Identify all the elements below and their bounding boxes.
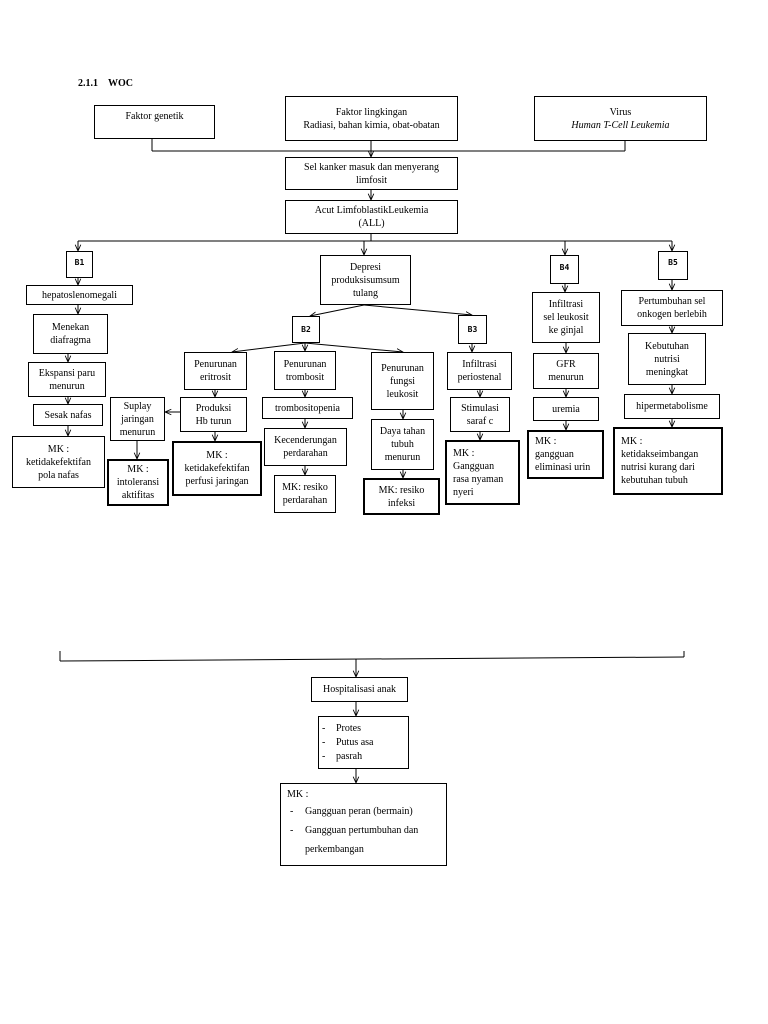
node-menekan-diafragma: Menekan diafragma <box>33 314 108 354</box>
node-penurunan-leukosit: Penurunan fungsi leukosit <box>371 352 434 410</box>
node-label: Faktor genetik <box>125 111 184 122</box>
node-label: Penurunan trombosit <box>283 358 327 383</box>
node-uremia: uremia <box>533 397 599 421</box>
mk-final-item: Gangguan peran (bermain) <box>287 802 418 821</box>
node-label: Stimulasi saraf c <box>461 402 499 427</box>
node-emotions: Protes Putus asa pasrah <box>318 716 409 769</box>
code-b3: B3 <box>458 315 487 344</box>
node-infiltrasi-ginjal: Infiltrasi sel leukosit ke ginjal <box>532 292 600 343</box>
node-mk-nutrisi: MK : ketidakseimbangan nutrisi kurang da… <box>613 427 723 495</box>
emotion-list: Protes Putus asa pasrah <box>322 722 374 764</box>
virus-name: Human T-Cell Leukemia <box>571 119 670 131</box>
node-label: MK: resiko infeksi <box>378 484 425 509</box>
node-depresi: Depresi produksisumsum tulang <box>320 255 411 305</box>
node-label: Penurunan eritrosit <box>194 359 237 383</box>
node-label: Ekspansi paru menurun <box>38 367 96 392</box>
node-hospitalisasi: Hospitalisasi anak <box>311 677 408 702</box>
virus-title: Virus <box>609 106 632 118</box>
node-label: Kecenderungan perdarahan <box>274 435 337 459</box>
node-penurunan-trombosit: Penurunan trombosit <box>274 351 336 390</box>
node-suplay-jaringan: Suplay jaringan menurun <box>110 397 165 441</box>
code-b5: B5 <box>658 251 688 280</box>
node-label: MK : ketidakefektifan pola nafas <box>26 443 91 481</box>
node-label: MK : ketidakseimbangan nutrisi kurang da… <box>621 436 699 486</box>
node-label: B3 <box>467 325 478 334</box>
emotion-item: Putus asa <box>322 736 374 750</box>
node-stimulasi-saraf: Stimulasi saraf c <box>450 397 510 432</box>
node-mk-nyeri: MK : Gangguan rasa nyaman nyeri <box>445 440 520 505</box>
node-kebutuhan-nutrisi: Kebutuhan nutrisi meningkat <box>628 333 706 385</box>
node-mk-pola-nafas: MK : ketidakefektifan pola nafas <box>12 436 105 488</box>
node-label: hepatoslenomegali <box>42 289 117 301</box>
node-label: Menekan diafragma <box>50 322 91 346</box>
node-sesak-nafas: Sesak nafas <box>33 404 103 426</box>
node-label: Sel kanker masuk dan menyerang limfosit <box>304 161 439 186</box>
mk-final-item: Gangguan pertumbuhan dan <box>287 821 418 840</box>
emotion-item: Protes <box>322 722 374 736</box>
node-label: MK : gangguan eliminasi urin <box>535 436 591 473</box>
node-label: B5 <box>668 258 678 267</box>
node-trombositopenia: trombositopenia <box>262 397 353 419</box>
emotion-item: pasrah <box>322 750 374 764</box>
node-label: Suplay jaringan menurun <box>119 400 156 438</box>
node-ekspansi-paru: Ekspansi paru menurun <box>28 362 106 397</box>
node-infiltrasi-periostenal: Infiltrasi periostenal <box>447 352 512 390</box>
mk-final-list: MK : Gangguan peran (bermain) Gangguan p… <box>287 788 418 859</box>
node-mk-eliminasi: MK : gangguan eliminasi urin <box>527 430 604 479</box>
section-title: WOC <box>108 78 133 89</box>
node-label: Infiltrasi periostenal <box>457 359 502 383</box>
section-number: 2.1.1 <box>78 78 98 89</box>
node-label: Produksi Hb turun <box>195 402 232 427</box>
node-penurunan-eritrosit: Penurunan eritrosit <box>184 352 247 390</box>
node-hipermetabolisme: hipermetabolisme <box>624 394 720 419</box>
node-mk-perdarahan: MK: resiko perdarahan <box>274 475 336 513</box>
node-label: GFR menurun <box>548 359 584 383</box>
node-kecenderungan-perdarahan: Kecenderungan perdarahan <box>264 428 347 466</box>
node-pertumbuhan-sel: Pertumbuhan sel onkogen berlebih <box>621 290 723 326</box>
node-mk-final: MK : Gangguan peran (bermain) Gangguan p… <box>280 783 447 866</box>
node-label: Daya tahan tubuh menurun <box>379 426 426 463</box>
node-label: B2 <box>301 325 311 334</box>
section-heading: 2.1.1 WOC <box>78 78 143 89</box>
node-mk-infeksi: MK: resiko infeksi <box>363 478 440 515</box>
node-label: B1 <box>74 258 85 267</box>
code-b4: B4 <box>550 255 579 284</box>
node-mk-perfusi: MK : ketidakefektifan perfusi jaringan <box>172 441 262 496</box>
node-faktor-genetik: Faktor genetik <box>94 105 215 139</box>
node-all: Acut LimfoblastikLeukemia (ALL) <box>285 200 458 234</box>
node-label: Infiltrasi sel leukosit ke ginjal <box>543 299 589 336</box>
node-produksi-hb: Produksi Hb turun <box>180 397 247 432</box>
code-b1: B1 <box>66 251 93 278</box>
node-label: hipermetabolisme <box>636 401 708 412</box>
node-label: Depresi produksisumsum tulang <box>331 261 400 299</box>
node-label: Acut LimfoblastikLeukemia (ALL) <box>314 205 429 229</box>
node-label: Kebutuhan nutrisi meningkat <box>645 340 689 378</box>
node-label: trombositopenia <box>275 402 340 414</box>
node-label: MK : ketidakefektifan perfusi jaringan <box>184 450 250 487</box>
node-label: Penurunan fungsi leukosit <box>381 362 424 400</box>
node-label: MK : Gangguan rasa nyaman nyeri <box>453 447 504 498</box>
node-label: MK: resiko perdarahan <box>282 482 328 506</box>
node-faktor-lingkungan: Faktor lingkingan Radiasi, bahan kimia, … <box>285 96 458 141</box>
code-b2: B2 <box>292 316 320 343</box>
node-label: Pertumbuhan sel onkogen berlebih <box>637 296 707 320</box>
node-label: MK : intoleransi aktifitas <box>116 464 160 501</box>
node-daya-tahan: Daya tahan tubuh menurun <box>371 419 434 470</box>
mk-final-title: MK : <box>287 789 309 800</box>
node-label: Faktor lingkingan Radiasi, bahan kimia, … <box>303 106 440 131</box>
node-sel-kanker: Sel kanker masuk dan menyerang limfosit <box>285 157 458 190</box>
node-hepatosplenomegali: hepatoslenomegali <box>26 285 133 305</box>
node-label: Sesak nafas <box>44 409 92 421</box>
node-label: Hospitalisasi anak <box>322 684 397 695</box>
node-label: B4 <box>559 263 570 272</box>
node-gfr-menurun: GFR menurun <box>533 353 599 389</box>
mk-final-item-cont: perkembangan <box>305 844 364 855</box>
node-mk-intoleransi: MK : intoleransi aktifitas <box>107 459 169 506</box>
node-label: uremia <box>552 403 580 415</box>
